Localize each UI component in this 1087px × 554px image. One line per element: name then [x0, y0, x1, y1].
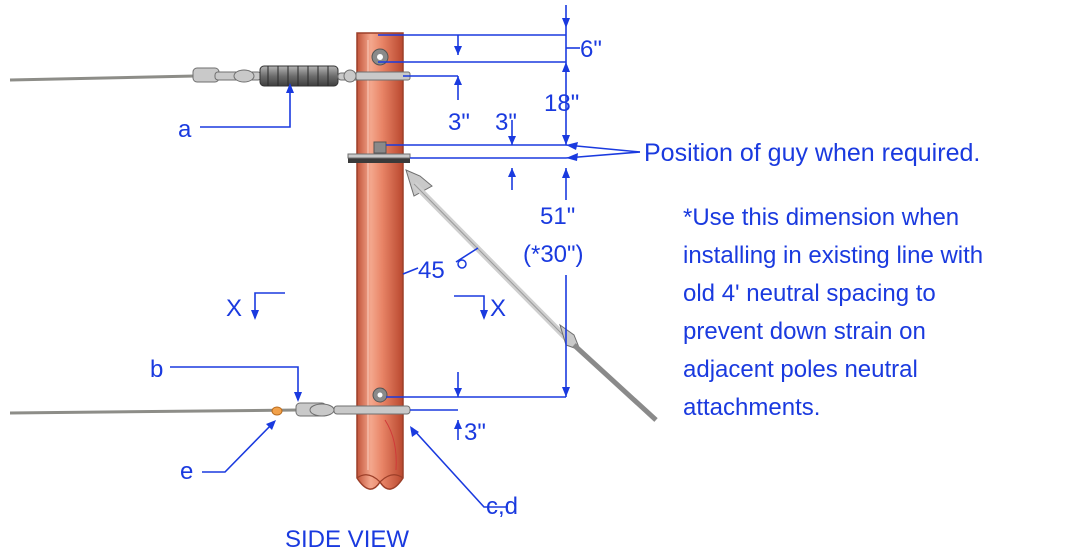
neutral-conductor: [9, 408, 299, 415]
angle-45-label: 45: [418, 257, 445, 284]
neutral-conductor-assembly: [9, 387, 411, 471]
dimension-3in-bottom: 3": [464, 419, 486, 446]
dimension-3in-guy: 3": [495, 109, 517, 136]
dimension-18in: 18": [544, 90, 579, 117]
top-conductor: [9, 74, 196, 82]
dimension-3in-top: 3": [448, 109, 470, 136]
callout-b: b: [150, 356, 163, 383]
note-line: *Use this dimension when: [683, 204, 959, 231]
section-x-left: X: [226, 295, 242, 322]
side-view-title: SIDE VIEW: [285, 526, 409, 553]
callout-a: a: [178, 116, 192, 143]
dimension-30in-alt: (*30"): [523, 241, 584, 268]
degree-symbol: [457, 259, 467, 269]
note-line: attachments.: [683, 394, 820, 421]
dimension-51in: 51": [540, 203, 575, 230]
guy-position-note: Position of guy when required.: [644, 139, 980, 167]
section-x-right: X: [490, 295, 506, 322]
dimension-lines: [378, 5, 641, 440]
top-conductor-assembly: [9, 48, 411, 87]
guy-attachment: [347, 141, 658, 422]
callout-e: e: [180, 458, 193, 485]
dimension-6in: 6": [580, 36, 602, 63]
callout-leaders: [170, 83, 508, 508]
pole: [356, 32, 404, 490]
suspension-insulator: [259, 65, 339, 87]
note-line: installing in existing line with: [683, 242, 983, 269]
note-line: prevent down strain on: [683, 318, 926, 345]
dimension-note: *Use this dimension when installing in e…: [683, 204, 983, 421]
note-line: adjacent poles neutral: [683, 356, 918, 383]
callout-c-d: c,d: [486, 493, 518, 520]
note-line: old 4' neutral spacing to: [683, 280, 936, 307]
